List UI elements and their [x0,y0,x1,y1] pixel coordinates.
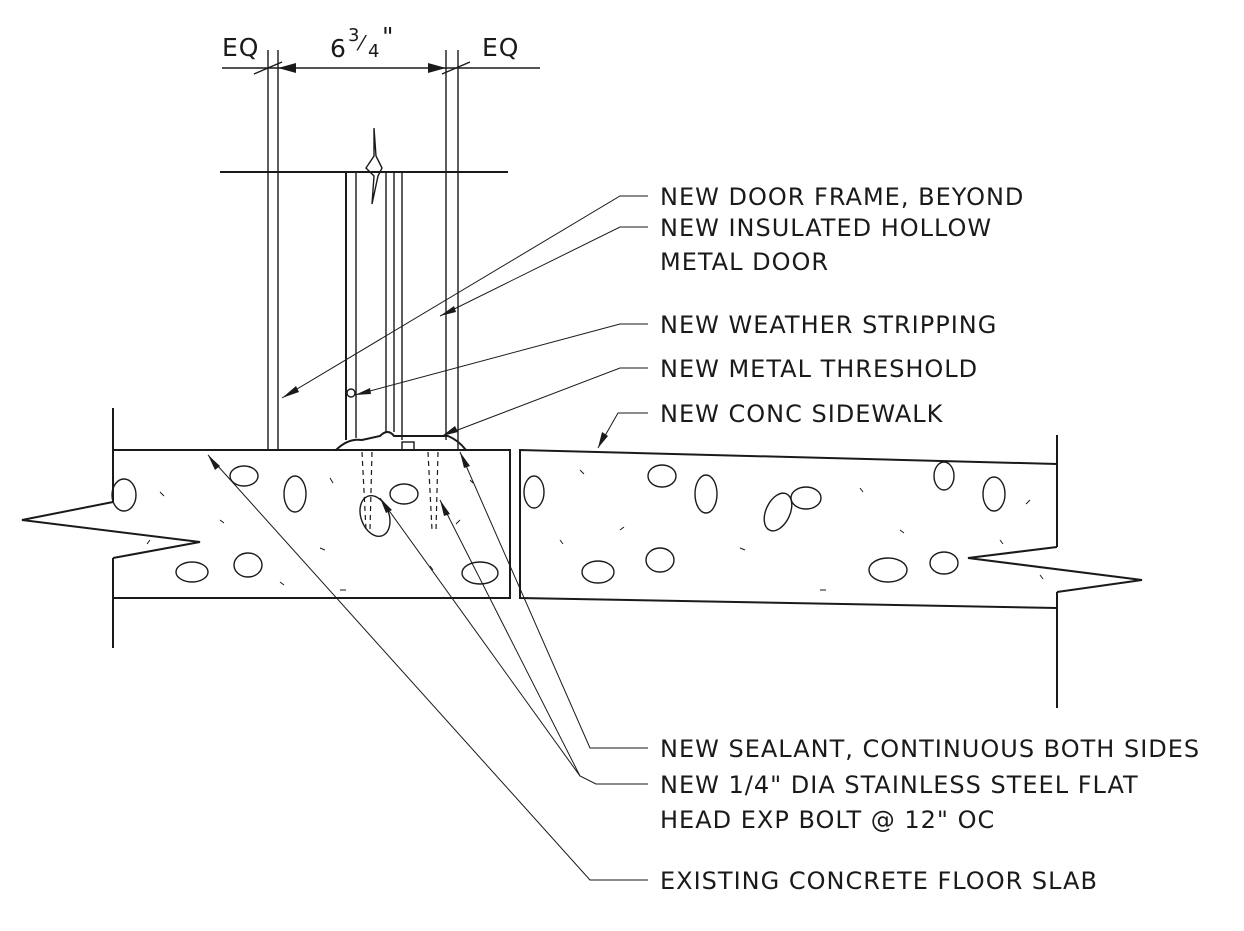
new-concrete-sidewalk [519,435,1143,708]
aggregate [790,486,822,510]
aggregate [523,475,545,509]
aggregate [359,494,391,538]
label-bolt-line-1: NEW 1/4" DIA STAINLESS STEEL FLAT [660,771,1139,799]
arrowhead [282,386,299,398]
sidewalk-outline [519,448,1058,609]
dim-tick-right [441,61,471,75]
label-weather-stripping: NEW WEATHER STRIPPING [660,311,997,339]
dimension-string: EQ EQ 6 3 ⁄ 4 " [222,22,540,450]
dimension-right-eq: EQ [482,33,519,62]
aggregate [647,464,677,488]
dimension-middle-denominator: 4 [368,41,379,62]
expansion-bolt-left [361,451,373,531]
arrowhead [440,306,456,316]
arrowhead [380,498,392,513]
dim-arrow-right [428,63,446,73]
aggregate [763,492,793,532]
leader-door-frame [281,195,648,399]
label-sidewalk: NEW CONC SIDEWALK [660,400,944,428]
existing-concrete-slab [21,408,511,648]
leader-door [439,226,648,317]
arrowhead [460,452,470,468]
aggregate [581,560,615,584]
aggregate [111,478,137,512]
leader-lines [207,195,648,881]
leader-slab [207,454,648,881]
dimension-middle: 6 3 ⁄ 4 " [330,22,395,63]
leader-weather-stripping [354,323,648,396]
leader-sealant [459,451,648,749]
dimension-middle-numerator: 3 [348,25,359,46]
threshold-insert [401,441,415,451]
dim-tick-left [253,61,283,75]
arrowhead [598,432,608,448]
sidewalk-break-line [967,546,1143,593]
aggregate [229,465,259,487]
slab-break-line [21,501,201,559]
aggregate [982,476,1006,512]
expansion-bolt-right [427,451,439,531]
arrowhead [440,500,450,516]
label-door-frame: NEW DOOR FRAME, BEYOND [660,183,1024,211]
label-door-line-1: NEW INSULATED HOLLOW [660,214,992,242]
dimension-middle-inch-mark: " [382,22,395,51]
aggregate [461,561,499,585]
aggregate [389,483,419,505]
slab-outline [113,449,511,599]
leader-threshold [441,367,648,437]
break-symbol [365,127,383,205]
aggregate [175,561,209,583]
dimension-middle-slash: ⁄ [356,31,367,55]
slab-texture [146,477,474,591]
aggregate [645,547,675,573]
sidewalk-texture [559,469,1044,591]
dim-arrow-left [278,63,296,73]
label-sealant: NEW SEALANT, CONTINUOUS BOTH SIDES [660,735,1200,763]
label-slab: EXISTING CONCRETE FLOOR SLAB [660,867,1098,895]
aggregate [283,475,307,513]
arrowhead [442,426,458,436]
leader-sidewalk [597,412,648,449]
aggregate [694,474,718,514]
leader-bolt-1 [379,497,648,785]
door-assembly [220,127,508,451]
dimension-middle-whole: 6 [330,34,347,63]
aggregate [233,552,263,578]
metal-threshold [333,431,469,451]
aggregate [933,461,955,491]
leader-bolt-2 [439,499,581,777]
arrowhead [208,455,220,470]
aggregate [868,557,908,583]
label-threshold: NEW METAL THRESHOLD [660,355,978,383]
aggregate [929,551,959,575]
callout-labels: NEW DOOR FRAME, BEYOND NEW INSULATED HOL… [660,183,1200,895]
dimension-left-eq: EQ [222,33,259,62]
label-bolt-line-2: HEAD EXP BOLT @ 12" OC [660,806,995,834]
weather-strip-bulb [346,388,356,398]
label-door-line-2: METAL DOOR [660,248,829,276]
arrowhead [355,388,371,395]
